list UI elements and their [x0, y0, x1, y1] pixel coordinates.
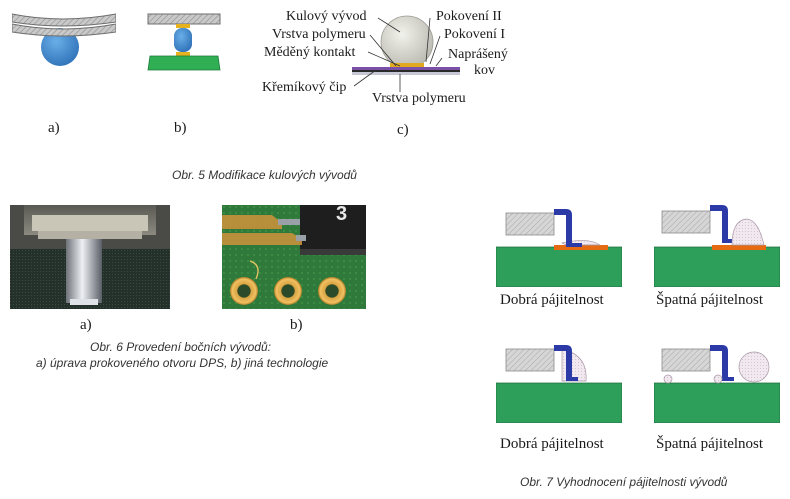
fig5b-drawing: [147, 13, 221, 71]
figure-6: 3 a) b) Obr. 6 Provedení bočních vývodů:…: [0, 195, 380, 375]
fig7-label-bad-1: Špatná pájitelnost: [656, 292, 764, 308]
figure-5: Kulový vývod Vrstva polymeru Měděný kont…: [0, 0, 520, 190]
fig5-sublabel-b: b): [174, 120, 187, 136]
fig7-good-solderability-2: [496, 345, 622, 423]
fig6-caption-line2: a) úprava prokoveného otvoru DPS, b) jin…: [36, 356, 329, 370]
fig6-sublabel-a: a): [80, 317, 92, 333]
label-vrstva-polymeru-bottom: Vrstva polymeru: [372, 91, 466, 106]
fig6-caption-line1: Obr. 6 Provedení bočních vývodů:: [90, 340, 271, 354]
fig6-sublabel-b: b): [290, 317, 303, 333]
label-naprasenty: Naprášený: [448, 47, 508, 62]
fig6b-photo: [222, 205, 366, 309]
label-kov: kov: [474, 63, 495, 78]
label-vrstva-polymeru-top: Vrstva polymeru: [272, 27, 366, 42]
fig5c-leaders: [353, 17, 443, 92]
fig7-good-solderability-1: [496, 209, 622, 287]
fig7-label-good-1: Dobrá pájitelnost: [500, 292, 604, 308]
label-pokoveni-ii: Pokovení II: [436, 9, 502, 24]
fig7-bad-solderability-1: [654, 205, 780, 287]
fig7-label-bad-2: Špatná pájitelnost: [656, 436, 764, 452]
fig6a-photo: [10, 205, 170, 309]
fig7-label-good-2: Dobrá pájitelnost: [500, 436, 604, 452]
fig7-caption: Obr. 7 Vyhodnocení pájitelnosti vývodů: [520, 475, 728, 489]
fig7-bad-solderability-2: [654, 345, 780, 423]
fig5-sublabel-c: c): [397, 122, 409, 138]
label-kremikovy-cip: Křemíkový čip: [262, 80, 347, 95]
figure-7: Dobrá pájitelnost Špatná pájitelnost Dob…: [480, 195, 790, 499]
fig5a-drawing: [12, 13, 116, 66]
fig5c-drawing: [352, 15, 460, 75]
fig5-sublabel-a: a): [48, 120, 60, 136]
label-medeny-kontakt: Měděný kontakt: [264, 45, 356, 60]
fig6b-photo-number: 3: [336, 203, 348, 225]
label-pokoveni-i: Pokovení I: [444, 27, 506, 42]
fig5-caption: Obr. 5 Modifikace kulových vývodů: [172, 168, 357, 182]
label-kulovy-vyvod: Kulový vývod: [286, 9, 367, 24]
